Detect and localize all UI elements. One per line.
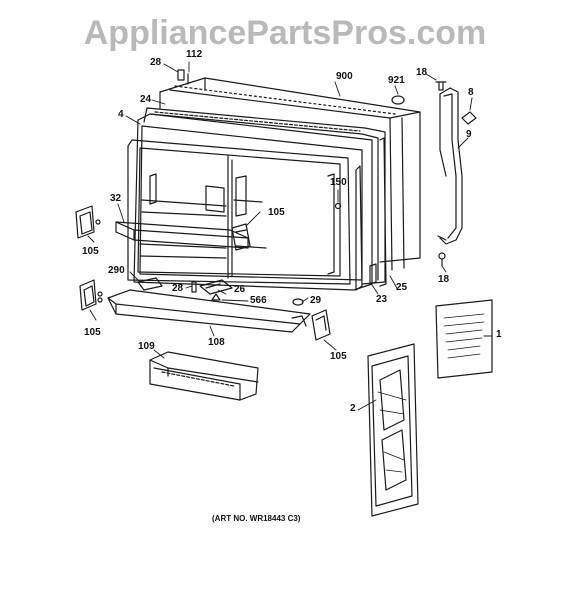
callout-23: 23 bbox=[376, 294, 388, 305]
callout-18-lower: 18 bbox=[438, 274, 450, 285]
callout-290: 290 bbox=[108, 265, 125, 276]
door-handle bbox=[438, 88, 462, 244]
door-bin bbox=[150, 352, 258, 400]
owners-manual bbox=[436, 300, 492, 378]
callout-105-left-lower: 105 bbox=[84, 327, 101, 338]
callout-108: 108 bbox=[208, 337, 225, 348]
callout-9: 9 bbox=[466, 129, 472, 140]
screw-18-lower bbox=[439, 253, 445, 266]
door-gasket bbox=[144, 108, 385, 284]
callout-105-left-upper: 105 bbox=[82, 246, 99, 257]
part-921 bbox=[392, 96, 404, 104]
callout-4: 4 bbox=[118, 109, 124, 120]
callout-105-center: 105 bbox=[268, 207, 285, 218]
door-liner bbox=[128, 114, 372, 290]
door-outer-panel bbox=[160, 78, 420, 270]
upper-shelf-bar bbox=[116, 222, 248, 248]
callout-28-lower: 28 bbox=[172, 283, 184, 294]
leader-lines bbox=[88, 62, 492, 410]
callout-24: 24 bbox=[140, 94, 152, 105]
screw-28-top bbox=[178, 70, 184, 80]
shelf-bracket-left-upper bbox=[76, 206, 100, 238]
callout-28-top: 28 bbox=[150, 57, 162, 68]
callout-900: 900 bbox=[336, 71, 353, 82]
part-29 bbox=[293, 299, 303, 305]
callout-8: 8 bbox=[468, 87, 474, 98]
screw-18-upper bbox=[436, 82, 446, 90]
callout-2: 2 bbox=[350, 403, 356, 414]
callout-109: 109 bbox=[138, 341, 155, 352]
callout-32: 32 bbox=[110, 193, 122, 204]
shelf-bracket-right-lower bbox=[312, 310, 330, 340]
callout-29: 29 bbox=[310, 295, 322, 306]
callout-25: 25 bbox=[396, 282, 408, 293]
cap-8 bbox=[462, 112, 476, 124]
art-number: (ART NO. WR18443 C3) bbox=[212, 514, 301, 523]
part-290 bbox=[138, 278, 162, 290]
seal-strip bbox=[356, 166, 362, 290]
callout-26: 26 bbox=[234, 284, 246, 295]
shelf-bracket-left-lower bbox=[80, 280, 102, 310]
watermark: AppliancePartsPros.com bbox=[83, 14, 487, 52]
shelf-bracket-center bbox=[232, 224, 250, 250]
seal-corner bbox=[370, 264, 376, 284]
lower-shelf-bar bbox=[108, 290, 310, 332]
callout-150: 150 bbox=[330, 177, 347, 188]
callout-921: 921 bbox=[388, 75, 405, 86]
part-26 bbox=[200, 280, 232, 300]
callout-566: 566 bbox=[250, 295, 267, 306]
callout-112: 112 bbox=[186, 49, 203, 60]
screw-28-lower bbox=[192, 282, 196, 292]
callout-105-right-lower: 105 bbox=[330, 351, 347, 362]
part-150 bbox=[336, 204, 341, 209]
callout-18-upper: 18 bbox=[416, 67, 428, 78]
side-panel bbox=[368, 344, 418, 516]
callout-1: 1 bbox=[496, 329, 502, 340]
